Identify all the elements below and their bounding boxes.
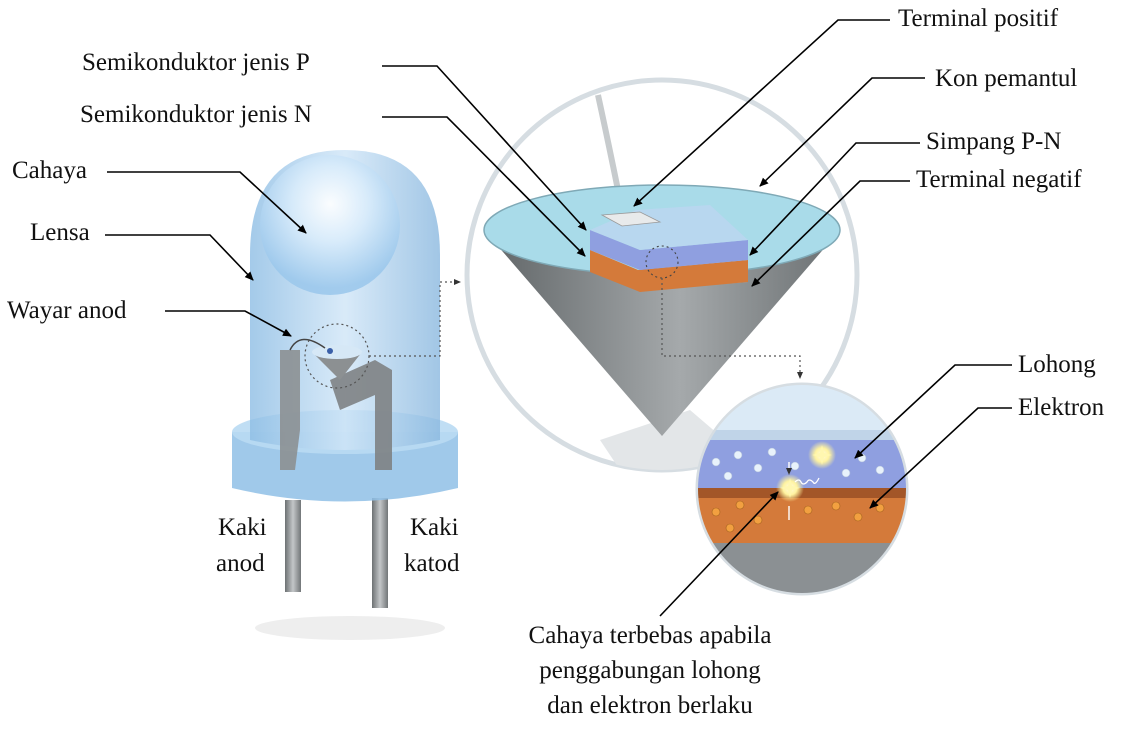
label-cahaya: Cahaya [12,157,87,184]
label-kaki-anod-line1: Kaki [218,514,267,541]
cathode-leg [372,498,388,608]
caption-line-1: Cahaya terbebas apabila [528,622,772,649]
label-semikonduktor-p: Semikonduktor jenis P [82,49,310,76]
positive-terminal-pad [600,211,662,227]
caption-line-3: dan elektron berlaku [547,692,753,719]
light-glow [260,155,400,295]
label-kaki-anod-line2: anod [216,550,265,577]
label-kaki-katod-line2: katod [404,550,460,577]
leader-lines [105,19,1012,617]
caption-line-2: penggabungan lohong [539,657,761,684]
n-layer [590,250,748,292]
holes [711,447,885,481]
magnified-cone [464,77,860,473]
label-lensa: Lensa [30,219,90,246]
n-layer-zoom [698,498,906,543]
label-kon-pemantul: Kon pemantul [935,65,1078,92]
p-layer [590,230,748,270]
label-elektron: Elektron [1018,394,1105,421]
label-semikonduktor-n: Semikonduktor jenis N [80,101,312,128]
anode-leg [285,500,301,592]
label-lohong: Lohong [1018,351,1096,378]
label-simpang-pn: Simpang P-N [926,128,1062,155]
label-kaki-katod-line1: Kaki [410,514,459,541]
label-terminal-negatif: Terminal negatif [916,166,1082,193]
p-layer-zoom [698,440,906,488]
label-wayar-anod: Wayar anod [7,297,127,324]
label-terminal-positif: Terminal positif [898,5,1059,32]
